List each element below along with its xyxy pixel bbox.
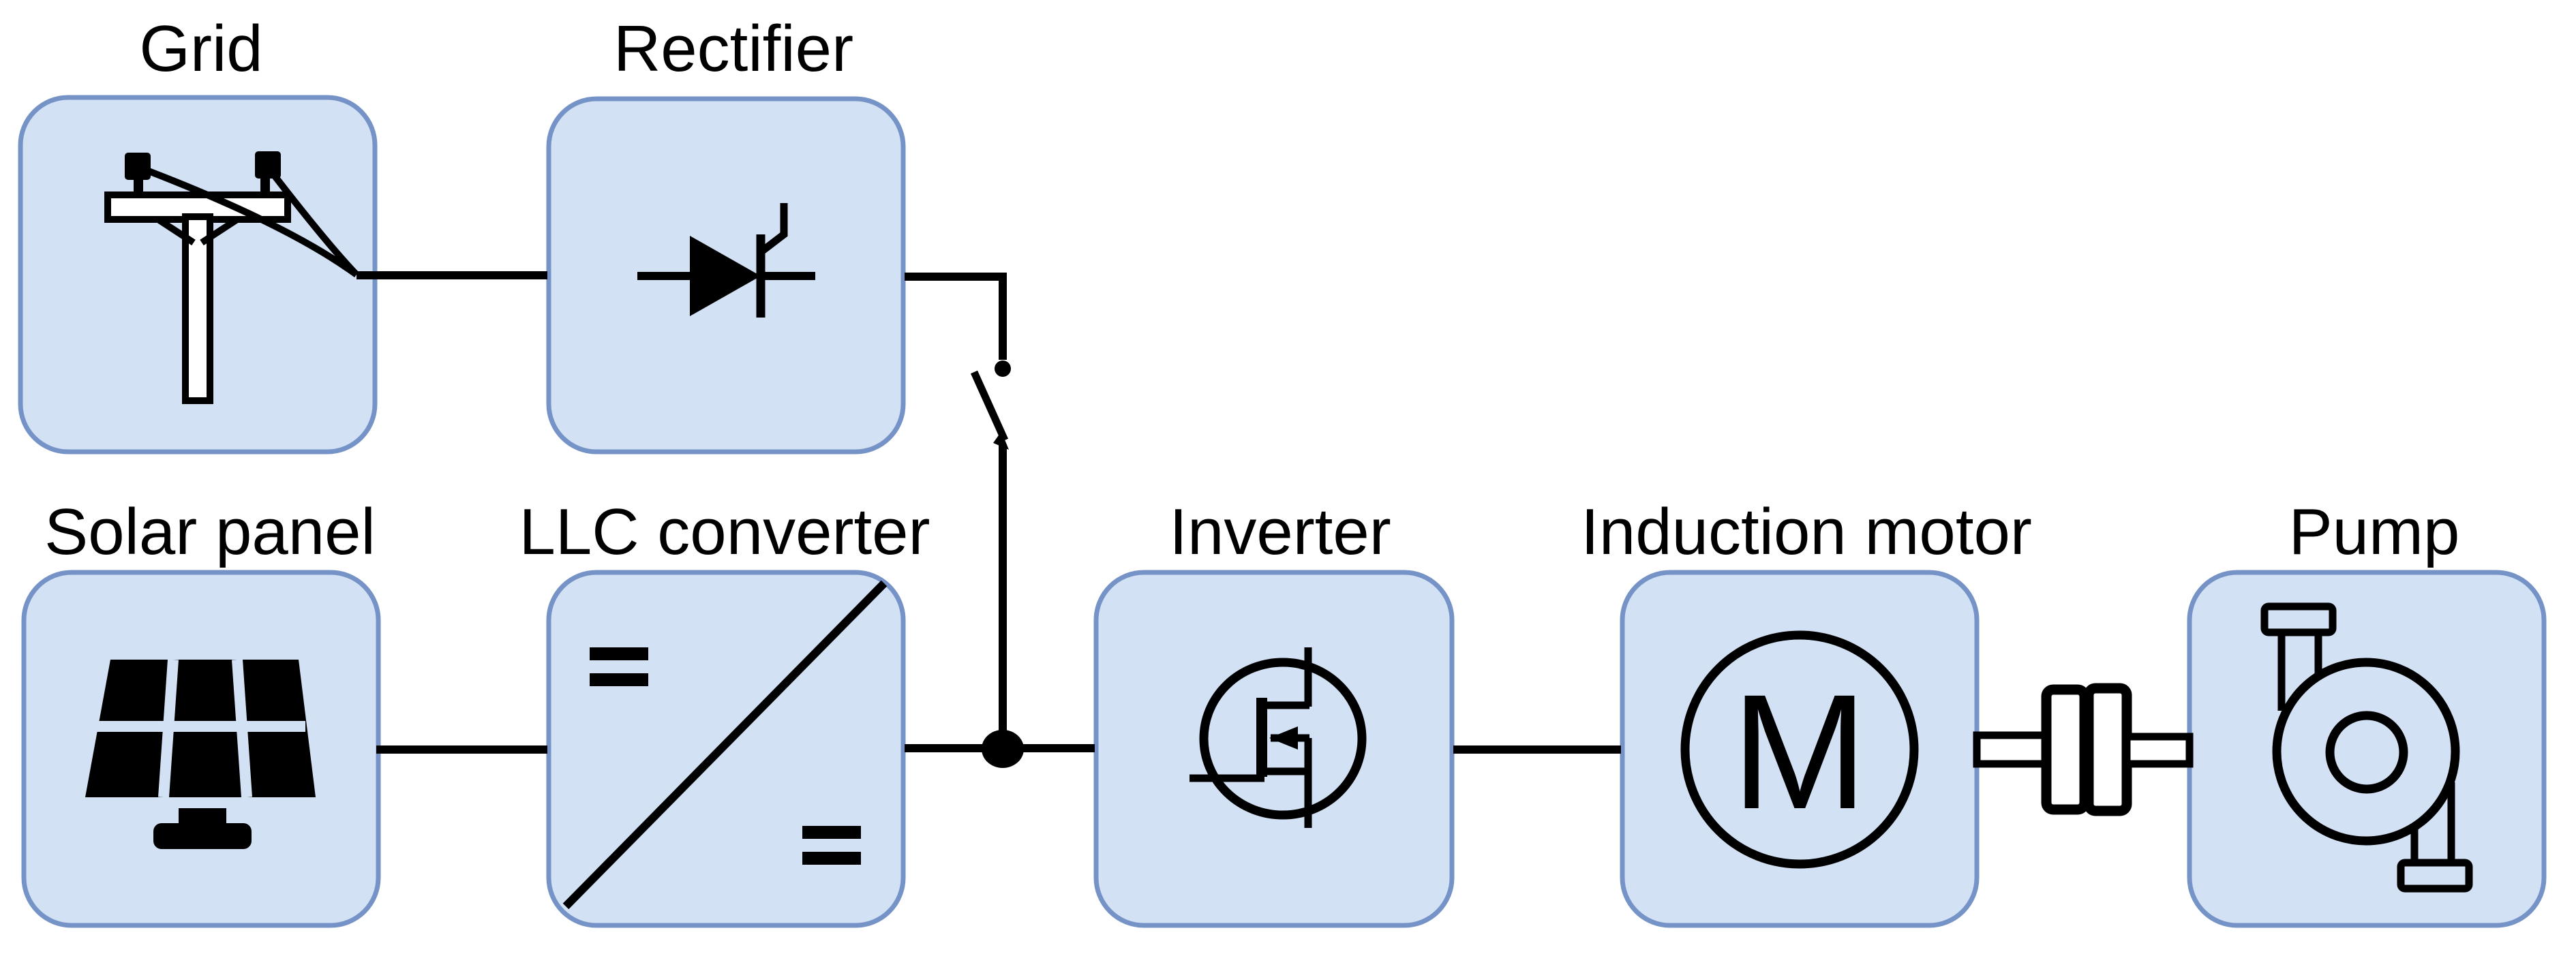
panel-base [153, 823, 252, 849]
selector-switch [970, 360, 1011, 450]
overhead-wire-1 [138, 164, 359, 278]
inverter-label: Inverter [1169, 495, 1391, 568]
solar-panel-icon [85, 659, 316, 849]
dc-symbol-bottom-right [802, 826, 861, 865]
insulator-stem-left [134, 177, 143, 198]
centrifugal-pump-icon [2260, 602, 2473, 893]
dc-bus-junction-dot [982, 730, 1024, 768]
induction-motor-label: Induction motor [1581, 495, 2032, 568]
thyristor-triangle [690, 236, 761, 316]
pump-box [2187, 570, 2547, 928]
solar-panel-label: Solar panel [44, 495, 376, 568]
mosfet-circle [1199, 658, 1367, 820]
pump-inlet-flange [2260, 602, 2337, 636]
pole-brace-left [156, 216, 196, 246]
pump-label: Pump [2289, 495, 2460, 568]
switch-contact-dot [995, 360, 1011, 377]
switch-blade-arrowhead [993, 431, 1009, 450]
panel-grid-lines [97, 659, 305, 798]
insulator-stem-right [260, 176, 270, 198]
utility-pole-icon [104, 151, 359, 404]
pump-volute [2272, 658, 2460, 846]
switch-blade [970, 370, 1009, 442]
pole-mast [182, 213, 213, 404]
inverter-box [1093, 570, 1455, 928]
motor-shaft [1973, 731, 2050, 768]
pole-brace-right [200, 216, 239, 246]
mosfet-arrow [1269, 726, 1298, 750]
pump-outlet-flange [2397, 859, 2473, 893]
rectifier-to-switch-wire [905, 273, 1007, 360]
overhead-wire-2 [264, 164, 359, 277]
motor-circle-icon: M [1680, 630, 1919, 869]
coupling-half-right [2083, 683, 2132, 816]
shaft-coupling [1973, 683, 2194, 816]
grid-label: Grid [139, 12, 262, 85]
dc-dc-converter-icon [562, 580, 888, 910]
mosfet-icon [1189, 647, 1367, 828]
pump-shaft [2123, 733, 2194, 768]
thyristor-icon [637, 203, 815, 318]
converter-diagonal [562, 580, 888, 910]
insulator-left [125, 153, 151, 180]
llc-converter-label: LLC converter [519, 495, 930, 568]
pump-impeller-eye [2325, 711, 2408, 794]
coupling-half-left [2041, 684, 2090, 815]
rectifier-label: Rectifier [613, 12, 853, 85]
dc-symbol-top-left [590, 647, 648, 686]
motor-letter: M [1731, 660, 1868, 843]
motor-circle [1680, 630, 1919, 869]
thyristor-gate [758, 203, 788, 256]
